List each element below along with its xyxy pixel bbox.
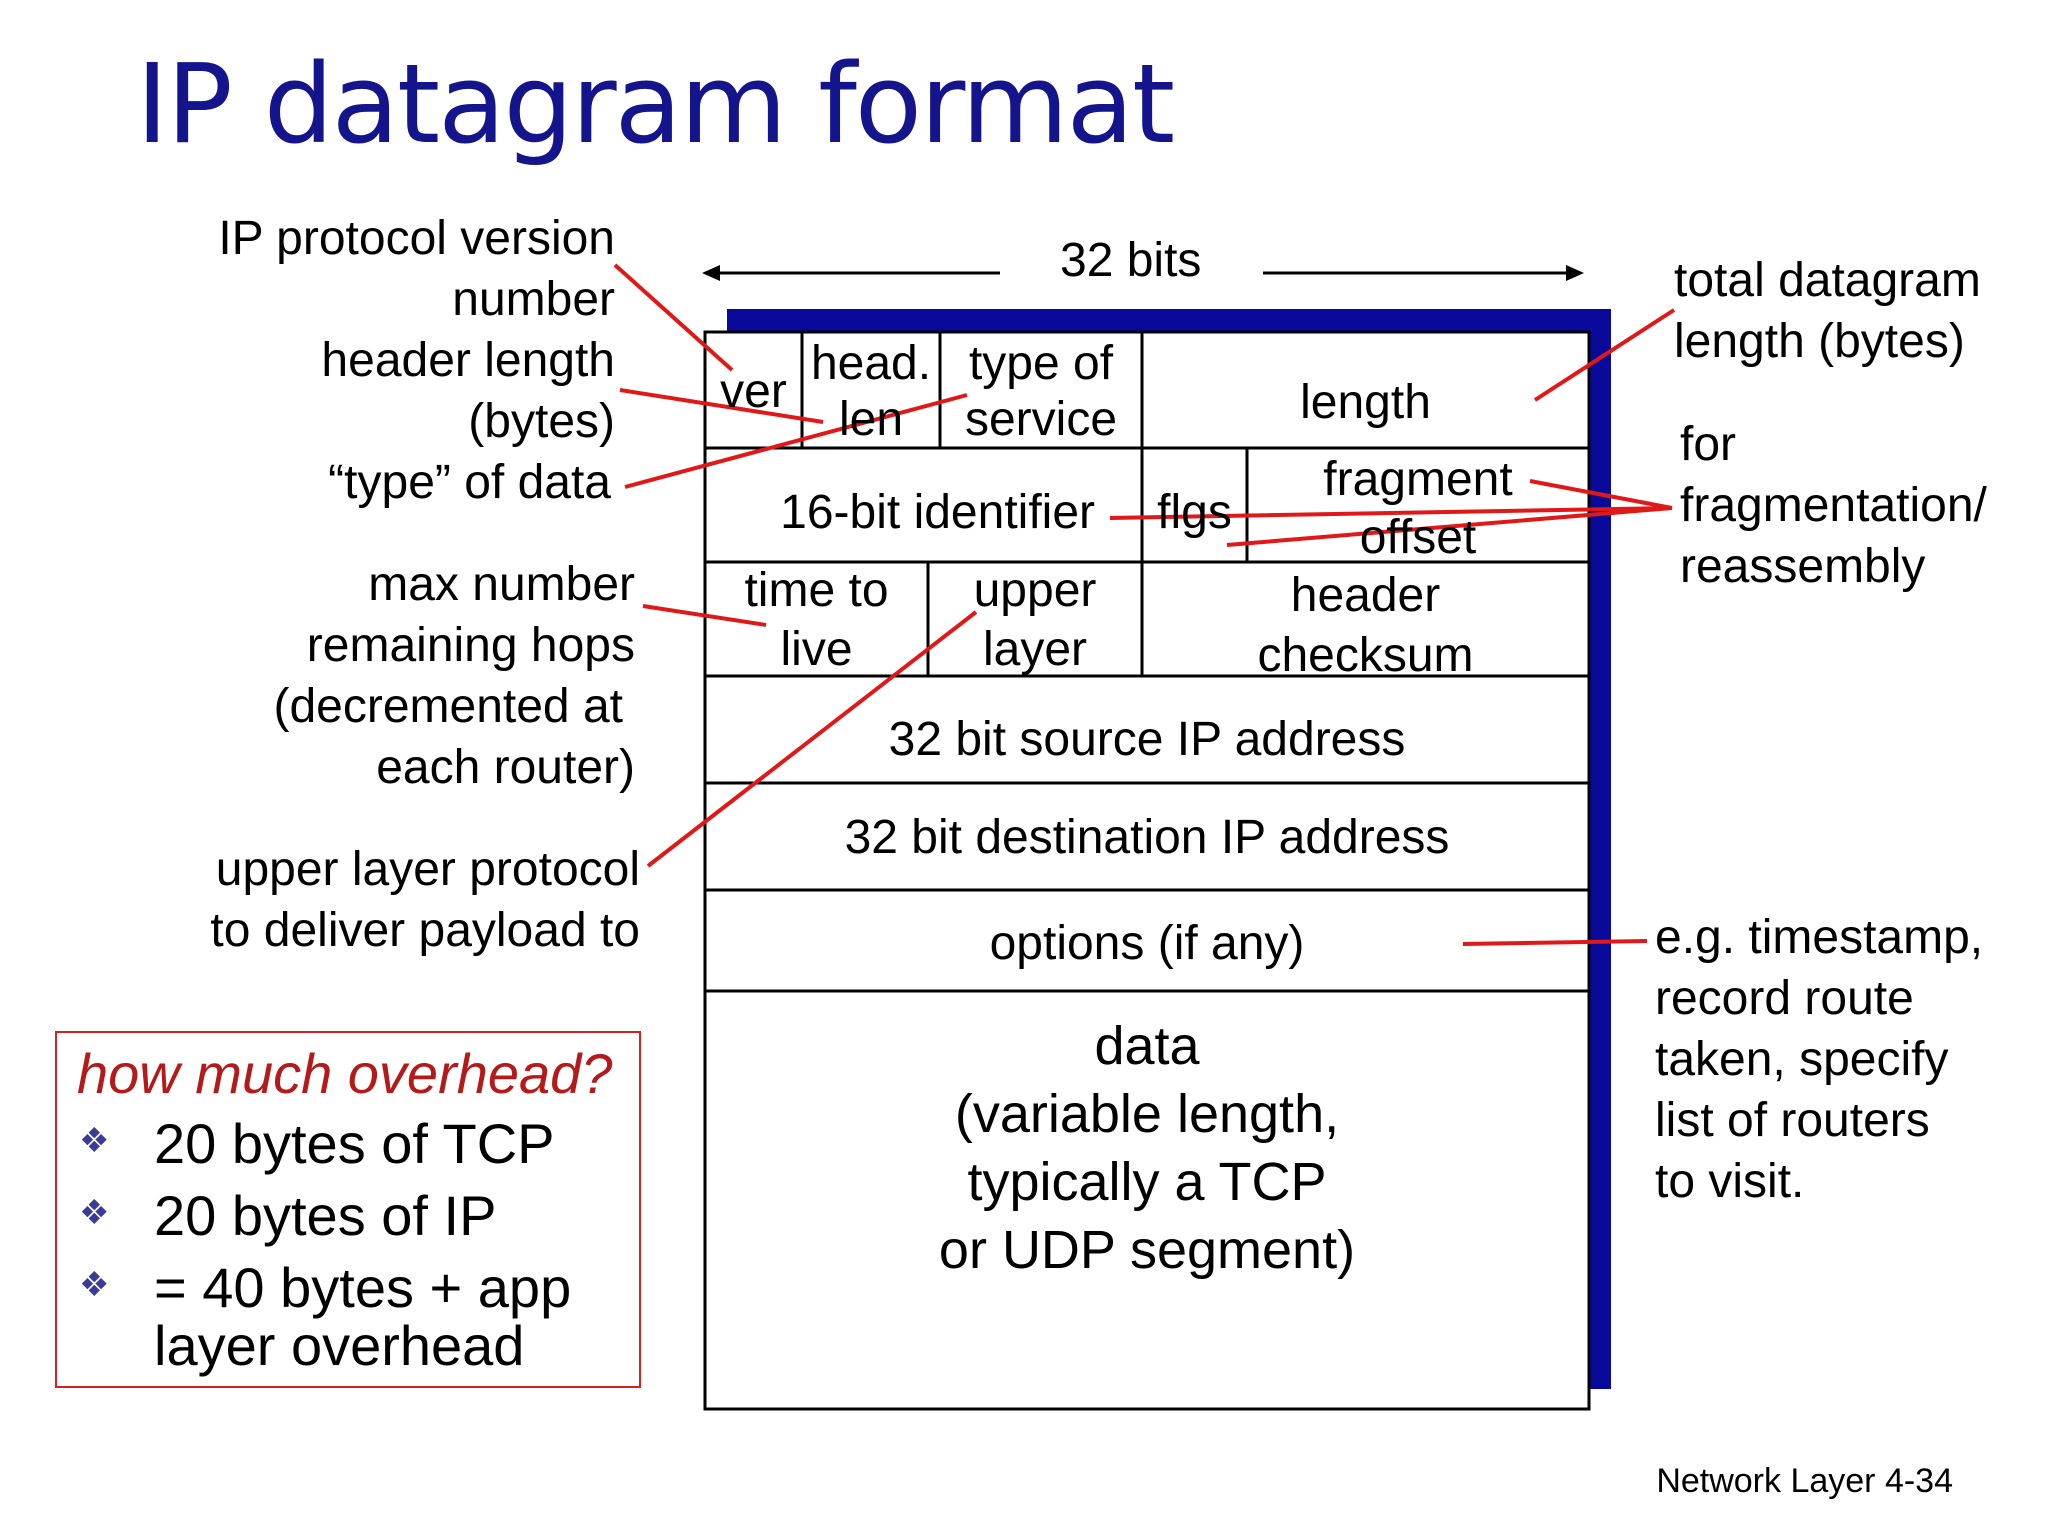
note-opt-4: list of routers [1655, 1094, 1930, 1147]
pointer-frag-offset [1226, 506, 1673, 547]
field-length: length [1300, 376, 1431, 429]
pointer-total-length [1533, 308, 1676, 402]
note-frag-3: reassembly [1680, 540, 1926, 593]
note-total-2: length (bytes) [1674, 315, 1965, 368]
note-opt-2: record route [1655, 972, 1914, 1025]
note-ttl-4: each router) [376, 741, 635, 794]
field-fragment-2: offset [1359, 511, 1477, 564]
arrowhead-left-icon [702, 265, 720, 281]
note-hlen-2: (bytes) [468, 395, 615, 448]
note-version-1: IP protocol version [218, 212, 615, 265]
overhead-item: 20 bytes of TCP [154, 1112, 555, 1175]
field-data-4: or UDP segment) [938, 1220, 1356, 1280]
note-opt-1: e.g. timestamp, [1655, 911, 1984, 964]
field-source: 32 bit source IP address [888, 713, 1406, 766]
note-version-2: number [452, 273, 615, 326]
field-destination: 32 bit destination IP address [844, 811, 1450, 864]
field-ver: ver [720, 365, 787, 418]
note-total-1: total datagram [1674, 254, 1981, 307]
field-identifier: 16-bit identifier [705, 483, 1142, 542]
note-ttl-3: (decremented at [273, 680, 623, 733]
field-upper-2: layer [982, 623, 1088, 676]
diamond-bullet-icon: ❖ [79, 1266, 110, 1304]
note-opt-5: to visit. [1655, 1155, 1805, 1208]
field-ttl-2: live [780, 623, 853, 676]
note-frag-2: fragmentation/ [1680, 479, 1987, 532]
field-tos-1: type of [968, 337, 1114, 390]
pointer-frag-flags [1109, 506, 1673, 520]
note-upper-1: upper layer protocol [215, 843, 640, 896]
note-ttl-1: max number [368, 558, 635, 611]
field-ttl-1: time to [744, 564, 889, 617]
note-frag-1: for [1680, 418, 1737, 471]
note-ttl-2: remaining hops [306, 619, 635, 672]
field-head-len-2: len [838, 393, 904, 446]
field-head-len-1: head. [810, 337, 932, 390]
overhead-item: layer overhead [154, 1314, 525, 1377]
diamond-bullet-icon: ❖ [79, 1122, 110, 1160]
overhead-box: how much overhead? ❖ 20 bytes of TCP ❖ 2… [55, 1031, 641, 1388]
pointer-ttl [642, 604, 767, 627]
field-upper-1: upper [973, 564, 1097, 617]
field-options: options (if any) [989, 917, 1305, 970]
pointer-options [1462, 939, 1648, 946]
arrowhead-right-icon [1566, 265, 1584, 281]
note-upper-2: to deliver payload to [210, 904, 640, 957]
pointer-hlen [619, 388, 824, 424]
pointer-version [613, 263, 734, 372]
pointer-frag-top [1529, 479, 1673, 510]
field-identifier-text: 16-bit identifier [780, 486, 1095, 539]
slide-footer: Network Layer 4-34 [1656, 1462, 1953, 1500]
field-checksum-2: checksum [1257, 629, 1474, 682]
overhead-heading: how much overhead? [77, 1042, 613, 1105]
field-data-1: data [1094, 1016, 1200, 1076]
field-tos-2: service [964, 393, 1118, 446]
field-checksum-1: header [1290, 569, 1441, 622]
pointer-upper [646, 610, 978, 868]
field-data-3: typically a TCP [967, 1152, 1327, 1212]
diamond-bullet-icon: ❖ [79, 1194, 110, 1232]
field-fragment-1: fragment [1323, 453, 1513, 506]
note-hlen-1: header length [321, 334, 615, 387]
page-title: IP datagram format [136, 40, 1175, 168]
note-type: “type” of data [328, 456, 611, 509]
overhead-item: 20 bytes of IP [154, 1184, 497, 1247]
pointer-type [624, 393, 968, 489]
note-opt-3: taken, specify [1655, 1033, 1949, 1086]
field-flags: flgs [1157, 486, 1232, 539]
overhead-item: = 40 bytes + app [154, 1256, 572, 1319]
field-data-2: (variable length, [954, 1084, 1340, 1144]
width-label: 32 bits [1060, 234, 1202, 287]
